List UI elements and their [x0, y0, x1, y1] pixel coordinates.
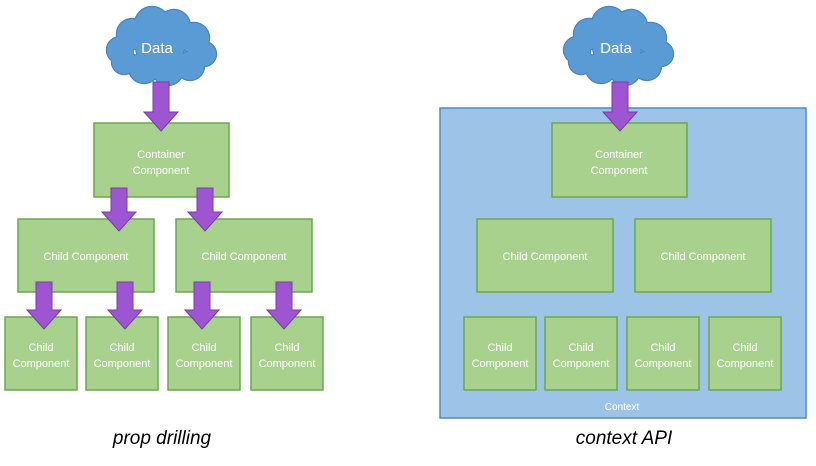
right-grandchild-1 [463, 316, 537, 391]
left-caption: prop drilling [112, 428, 212, 449]
arrow-down-icon [186, 187, 224, 232]
arrow-down-icon [265, 281, 303, 330]
right-grandchild-1-label-1: Child [487, 342, 512, 354]
right-container-component [551, 122, 688, 198]
left-grandchild-1-label-1: Child [28, 342, 53, 354]
left-grandchild-2 [85, 316, 159, 391]
right-grandchild-2 [544, 316, 618, 391]
left-container-label-1: Container [137, 149, 185, 161]
left-grandchild-4-label-1: Child [274, 342, 299, 354]
left-grandchild-4-label-2: Component [259, 358, 316, 370]
right-grandchild-3 [626, 316, 700, 391]
arrow-down-icon [142, 81, 180, 132]
context-label: Context [605, 402, 640, 413]
right-grandchild-4 [708, 316, 782, 391]
left-grandchild-2-label-2: Component [94, 358, 151, 370]
left-grandchild-2-label-1: Child [109, 342, 134, 354]
arrow-down-icon [100, 187, 138, 232]
left-grandchild-3-label-2: Component [176, 358, 233, 370]
right-container-label-2: Component [591, 165, 648, 177]
left-grandchild-1-label-2: Component [13, 358, 70, 370]
right-data-cloud-icon [562, 5, 675, 87]
left-child-label-2: Child Component [202, 251, 287, 263]
right-data-label: Data [600, 40, 632, 57]
right-grandchild-2-label-1: Child [568, 342, 593, 354]
arrow-down-icon [183, 281, 221, 330]
arrow-down-icon [25, 281, 63, 330]
right-grandchild-4-label-2: Component [717, 358, 774, 370]
arrow-down-icon [601, 81, 639, 132]
right-child-label-2: Child Component [661, 251, 746, 263]
right-child-component-2 [634, 218, 772, 293]
left-arrows [25, 81, 303, 330]
right-child-label-1: Child Component [503, 251, 588, 263]
right-child-component-1 [476, 218, 614, 293]
left-data-cloud-icon [105, 5, 218, 87]
left-container-label-2: Component [133, 165, 190, 177]
left-grandchild-1 [4, 316, 78, 391]
right-grandchild-2-label-2: Component [553, 358, 610, 370]
right-grandchild-1-label-2: Component [472, 358, 529, 370]
left-grandchild-4 [250, 316, 324, 391]
right-grandchild-4-label-1: Child [732, 342, 757, 354]
left-grandchild-3-label-1: Child [191, 342, 216, 354]
left-child-component-2 [175, 218, 313, 293]
left-child-label-1: Child Component [44, 251, 129, 263]
right-container-label-1: Container [595, 149, 643, 161]
right-caption: context API [575, 428, 673, 449]
left-data-label: Data [141, 40, 173, 57]
arrow-down-icon [106, 281, 144, 330]
right-grandchild-3-label-2: Component [635, 358, 692, 370]
left-child-component-1 [17, 218, 155, 293]
left-container-component [93, 122, 230, 198]
right-grandchild-3-label-1: Child [650, 342, 675, 354]
